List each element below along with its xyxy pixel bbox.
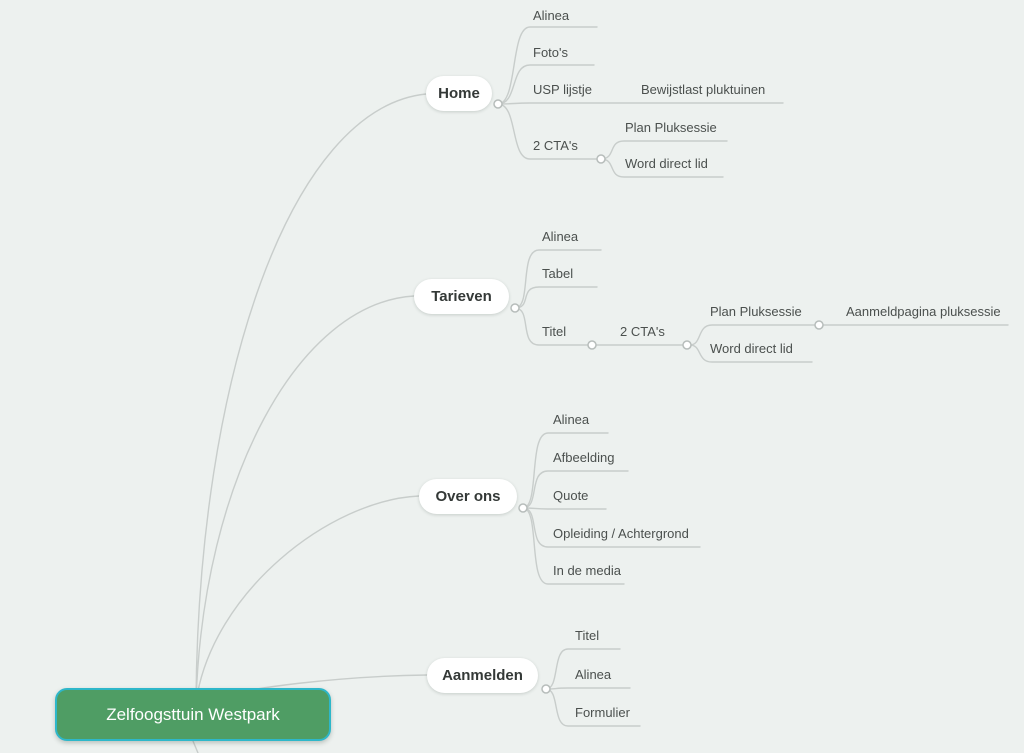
connector-line — [497, 102, 784, 105]
node-home-alinea[interactable]: Alinea — [533, 8, 570, 23]
connector-line-root-overons — [195, 495, 420, 703]
connector-line — [514, 307, 589, 346]
connector-line — [497, 26, 598, 105]
connector-line — [522, 507, 625, 585]
node-home-2ctas[interactable]: 2 CTA's — [533, 138, 578, 153]
node-overons-opleiding-achtergrond[interactable]: Opleiding / Achtergrond — [553, 526, 689, 541]
collapse-dot-overons[interactable] — [518, 503, 528, 513]
node-aanmeldpagina-pluksessie[interactable]: Aanmeldpagina pluksessie — [846, 304, 1001, 319]
collapse-dot-tarieven-2ctas[interactable] — [682, 340, 692, 350]
node-home-word-direct-lid[interactable]: Word direct lid — [625, 156, 708, 171]
node-overons-afbeelding[interactable]: Afbeelding — [553, 450, 615, 465]
connector-line — [497, 64, 595, 105]
node-overons-alinea[interactable]: Alinea — [553, 412, 590, 427]
collapse-dot-tarieven[interactable] — [510, 303, 520, 313]
connector-line — [514, 249, 602, 309]
node-aanmelden-alinea[interactable]: Alinea — [575, 667, 612, 682]
node-tarieven[interactable]: Tarieven — [414, 279, 509, 314]
root-node[interactable]: Zelfoogsttuin Westpark — [55, 688, 331, 741]
node-home-plan-pluksessie[interactable]: Plan Pluksessie — [625, 120, 717, 135]
node-aanmelden-titel[interactable]: Titel — [575, 628, 600, 643]
connector-line-root-home — [195, 93, 427, 703]
node-home-usp-lijstje[interactable]: USP lijstje — [533, 82, 593, 97]
connector-line — [522, 432, 609, 509]
connector-line — [689, 324, 816, 346]
node-overons-quote[interactable]: Quote — [553, 488, 589, 503]
node-tarieven-2ctas[interactable]: 2 CTA's — [620, 324, 665, 339]
connector-line — [689, 344, 813, 363]
node-aanmelden[interactable]: Aanmelden — [427, 658, 538, 693]
node-home[interactable]: Home — [426, 76, 492, 111]
connector-line — [545, 687, 631, 690]
node-aanmelden-formulier[interactable]: Formulier — [575, 705, 630, 720]
collapse-dot-home-2ctas[interactable] — [596, 154, 606, 164]
connector-line — [497, 103, 598, 160]
node-tarieven-titel[interactable]: Titel — [542, 324, 567, 339]
node-home-fotos[interactable]: Foto's — [533, 45, 568, 60]
node-overons-in-de-media[interactable]: In de media — [553, 563, 621, 578]
connector-line — [522, 470, 629, 509]
node-bewijstlast-pluktuinen[interactable]: Bewijstlast pluktuinen — [641, 82, 766, 97]
collapse-dot-aanmelden[interactable] — [541, 684, 551, 694]
node-over-ons[interactable]: Over ons — [419, 479, 517, 514]
collapse-dot-home[interactable] — [493, 99, 503, 109]
connector-line-root-tarieven — [195, 295, 415, 703]
collapse-dot-tarieven-titel[interactable] — [587, 340, 597, 350]
node-tarieven-alinea[interactable]: Alinea — [542, 229, 579, 244]
node-tarieven-tabel[interactable]: Tabel — [542, 266, 574, 281]
node-tarieven-word-direct-lid[interactable]: Word direct lid — [710, 341, 793, 356]
connector-line-root-below — [192, 740, 199, 753]
connector-line — [522, 507, 701, 548]
connector-line — [522, 507, 607, 510]
collapse-dot-plan-pluksessie[interactable] — [814, 320, 824, 330]
node-tarieven-plan-pluksessie[interactable]: Plan Pluksessie — [710, 304, 802, 319]
connector-line — [514, 286, 598, 309]
